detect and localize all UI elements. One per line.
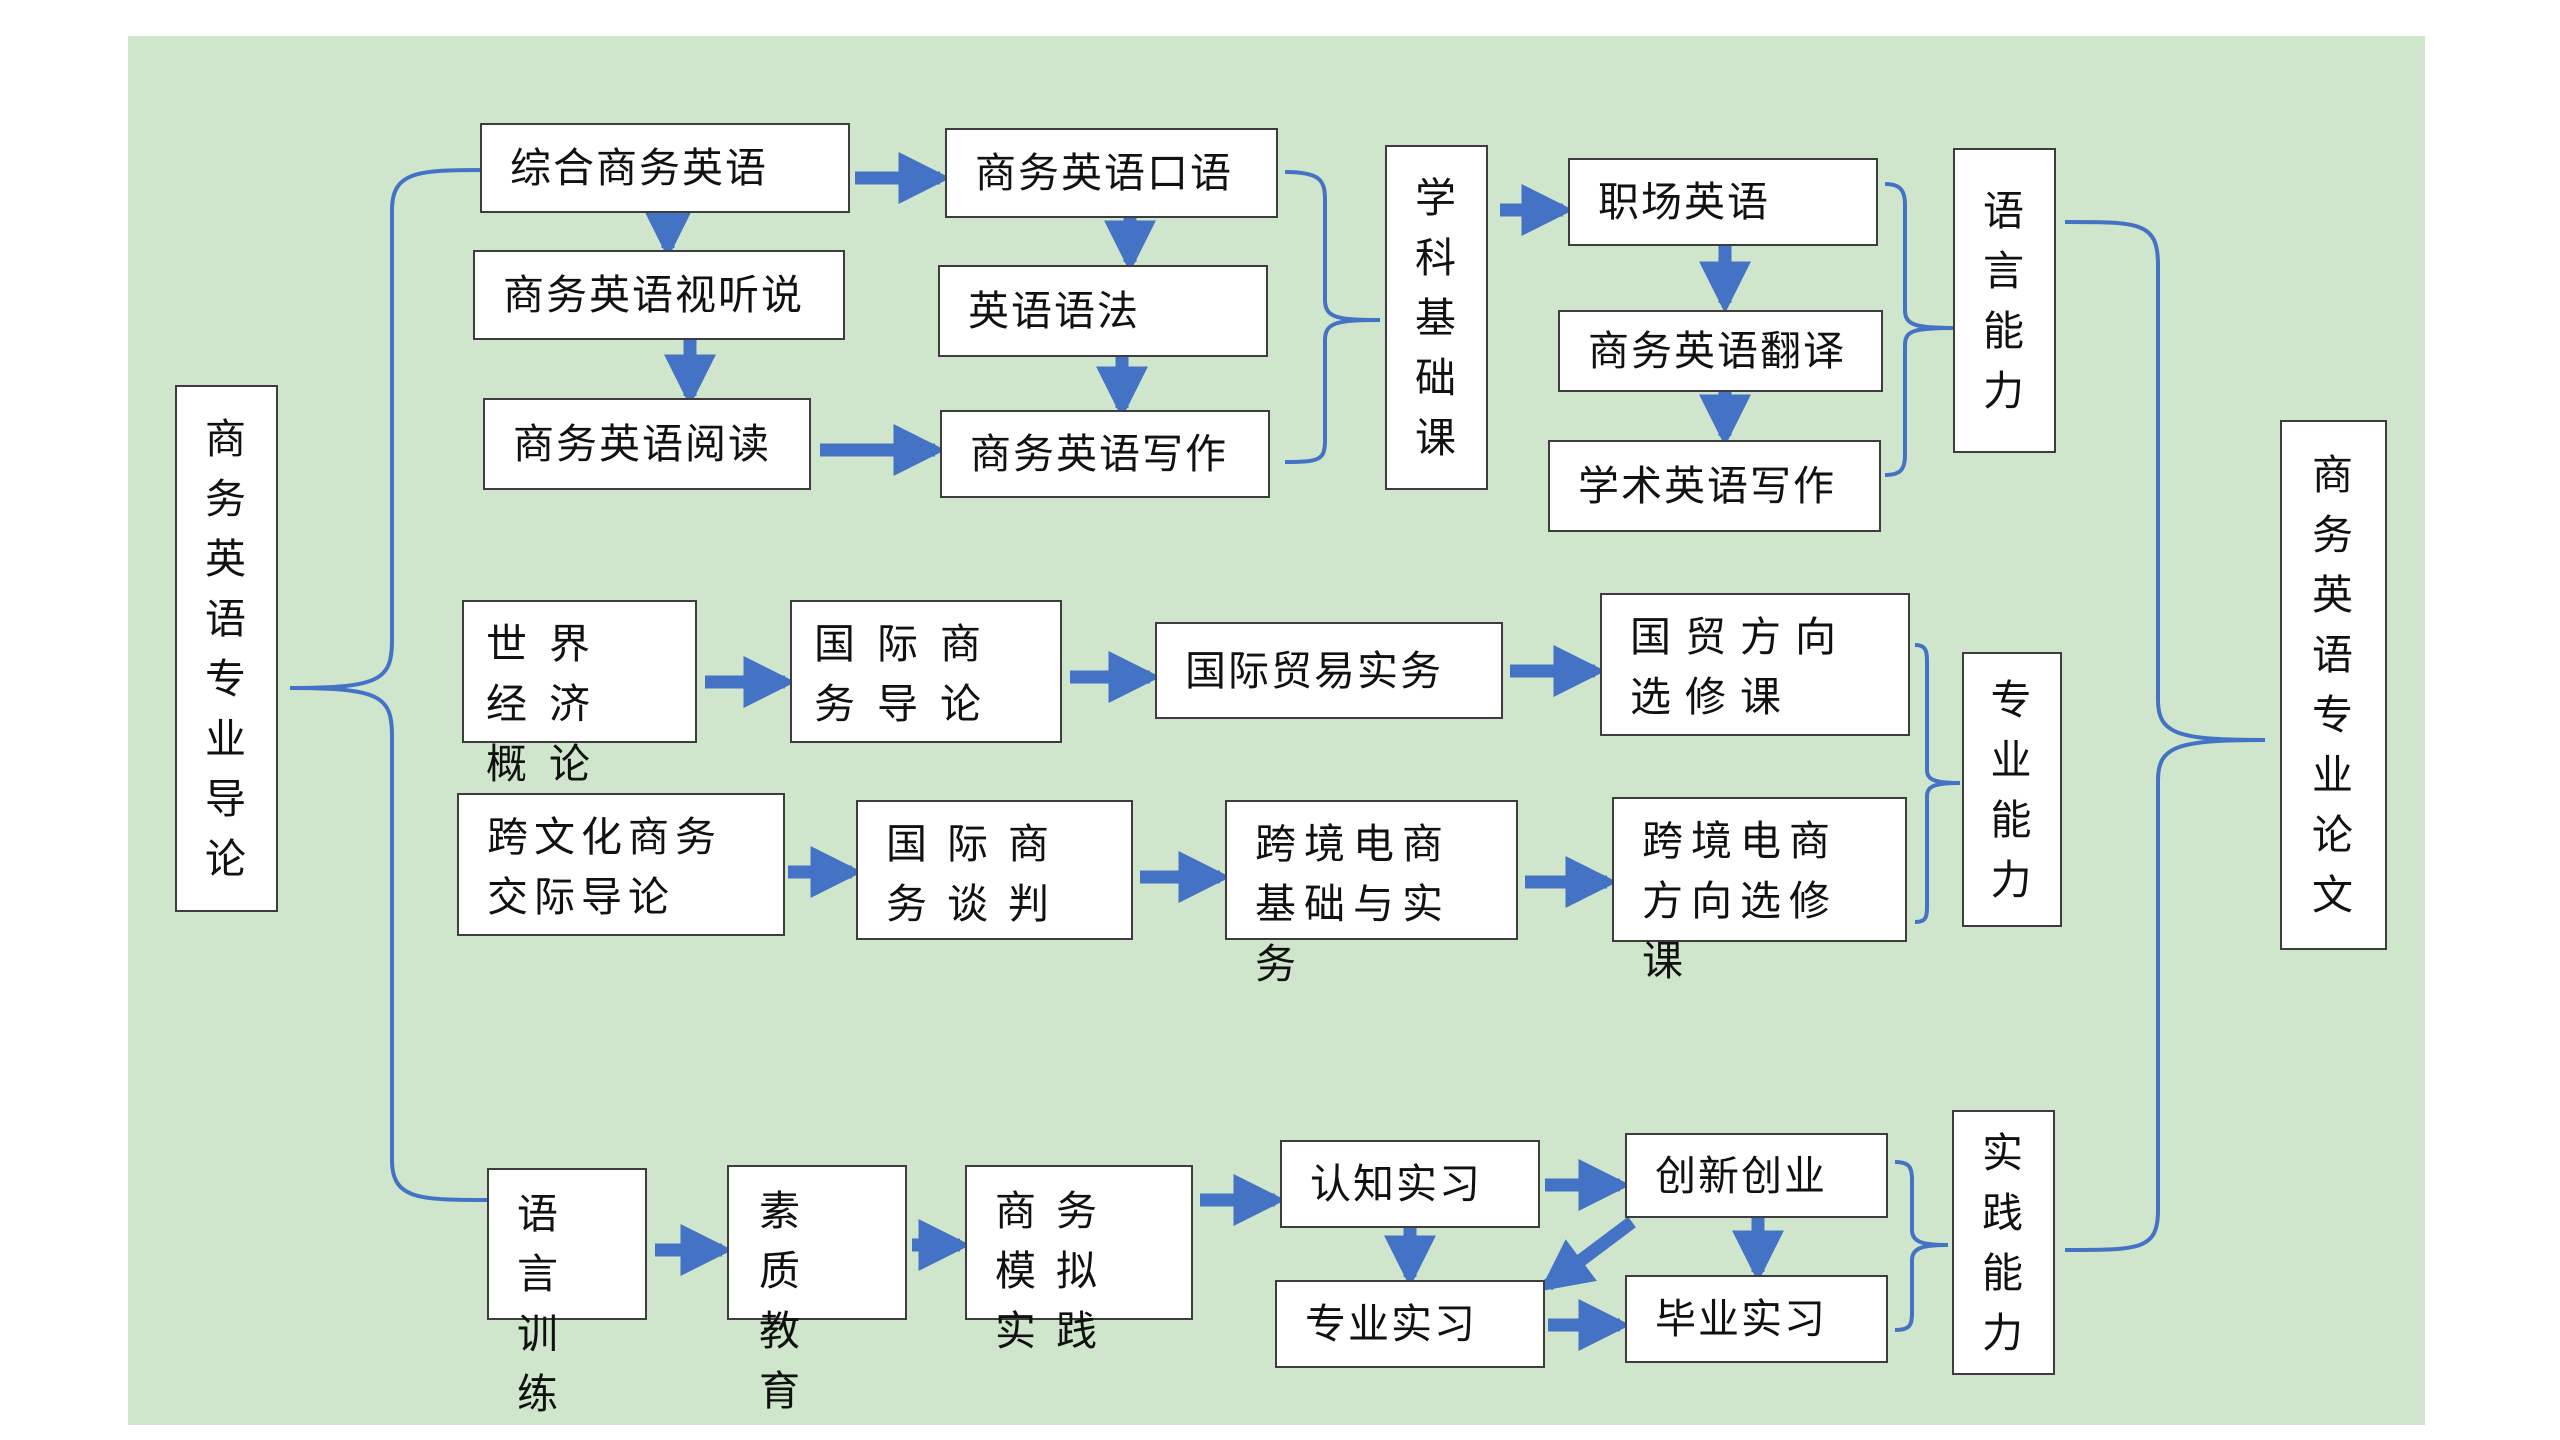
course-box: 商务英语口语 [945, 128, 1278, 218]
course-box: 创新创业 [1625, 1133, 1888, 1218]
professional-ability-box: 专业能力 [1962, 652, 2062, 927]
language-ability-box: 语言能力 [1953, 148, 2056, 453]
course-box: 素质教育 [727, 1165, 907, 1415]
language-ability-label: 语言能力 [1983, 186, 2026, 415]
course-label: 跨文化商务交际导论 [487, 813, 722, 921]
right-root-label: 商务英语专业论文 [2312, 451, 2355, 919]
flow-arrow [1539, 1216, 1636, 1292]
course-box: 认知实习 [1280, 1140, 1540, 1228]
course-box: 商务模拟实践 [965, 1165, 1193, 1355]
course-box: 学术英语写作 [1548, 440, 1881, 532]
course-label: 认知实习 [1310, 1160, 1482, 1208]
language-col2-bracket [1284, 170, 1381, 464]
course-label: 素质教育 [759, 1187, 836, 1415]
course-label: 商务英语翻译 [1588, 327, 1846, 375]
right-root-bracket [2064, 220, 2266, 1252]
language-col3-bracket [1884, 182, 1956, 477]
left-root-bracket [289, 168, 491, 1202]
course-label: 商务英语视听说 [503, 271, 804, 319]
course-box: 跨境电商方向选修课 [1612, 797, 1907, 985]
course-box: 语言训练 [487, 1168, 647, 1418]
course-label: 商务英语阅读 [513, 420, 771, 468]
course-label: 学术英语写作 [1578, 462, 1836, 510]
course-label: 国际商务导论 [814, 620, 1003, 728]
course-label: 跨境电商方向选修课 [1642, 817, 1838, 985]
course-box: 商务英语阅读 [483, 398, 811, 490]
course-label: 创新创业 [1655, 1151, 1827, 1200]
course-label: 职场英语 [1598, 178, 1770, 226]
professional-bracket [1914, 643, 1961, 924]
right-root-box: 商务英语专业论文 [2280, 420, 2387, 950]
course-label: 跨境电商基础与实务 [1255, 820, 1451, 988]
course-box: 国际贸易实务 [1155, 622, 1503, 719]
course-label: 英语语法 [968, 287, 1140, 335]
course-box: 跨境电商基础与实务 [1225, 800, 1518, 988]
course-label: 综合商务英语 [510, 144, 768, 192]
left-root-label: 商务英语专业导论 [205, 414, 248, 883]
course-label: 商务英语口语 [975, 149, 1233, 197]
course-box: 跨文化商务交际导论 [457, 793, 785, 936]
course-box: 世界经济概论 [462, 600, 697, 788]
course-label: 世界经济概论 [486, 620, 612, 788]
course-box: 国际商务导论 [790, 600, 1062, 743]
course-label: 国贸方向选修课 [1630, 613, 1850, 721]
course-box: 国贸方向选修课 [1600, 593, 1910, 736]
course-label: 语言训练 [517, 1190, 578, 1418]
practice-bracket [1894, 1160, 1949, 1332]
course-box: 商务英语翻译 [1558, 310, 1883, 392]
course-label: 商务英语写作 [970, 430, 1228, 478]
course-label: 国际贸易实务 [1185, 646, 1443, 695]
course-box: 商务英语写作 [940, 410, 1270, 498]
course-box: 综合商务英语 [480, 123, 850, 213]
practice-ability-label: 实践能力 [1982, 1128, 2025, 1357]
course-label: 毕业实习 [1655, 1295, 1827, 1343]
course-box: 商务英语视听说 [473, 250, 845, 340]
course-box: 毕业实习 [1625, 1275, 1888, 1363]
foundation-course-label: 学科基础课 [1415, 173, 1458, 462]
professional-ability-label: 专业能力 [1990, 675, 2034, 904]
course-label: 商务模拟实践 [995, 1187, 1117, 1355]
foundation-course-box: 学科基础课 [1385, 145, 1488, 490]
course-label: 国际商务谈判 [886, 820, 1069, 928]
practice-ability-box: 实践能力 [1952, 1110, 2055, 1375]
course-box: 职场英语 [1568, 158, 1878, 246]
course-label: 专业实习 [1305, 1300, 1477, 1348]
course-box: 英语语法 [938, 265, 1268, 357]
course-box: 专业实习 [1275, 1280, 1545, 1368]
course-box: 国际商务谈判 [856, 800, 1133, 940]
left-root-box: 商务英语专业导论 [175, 385, 278, 912]
